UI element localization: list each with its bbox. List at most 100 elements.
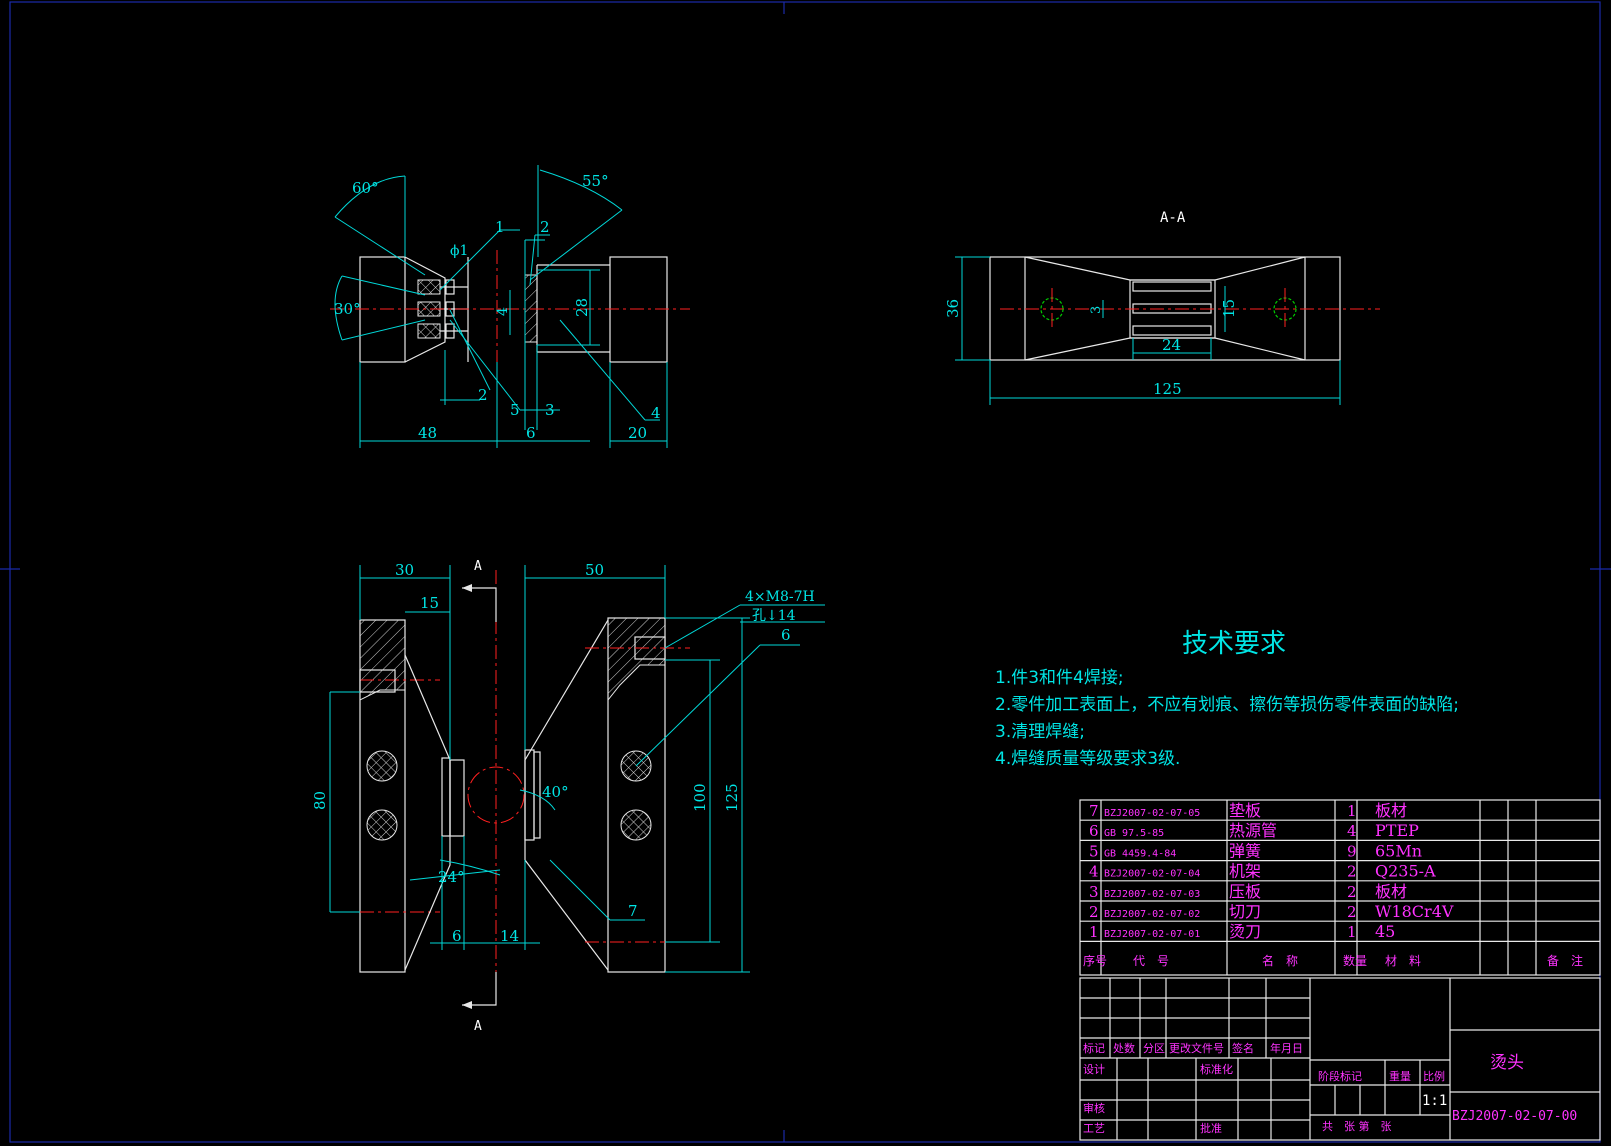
bom-cell-name: 烫刀 [1229,922,1261,941]
tech-requirements: 技术要求 1.件3和件4焊接; 2.零件加工表面上，不应有划痕、擦伤等损伤零件表… [995,629,1459,769]
leader-3: 3 [545,401,555,419]
bom-cell-name: 机架 [1229,862,1261,881]
bom-header-name: 名 称 [1262,953,1298,968]
bom-cell-material: 65Mn [1375,841,1422,860]
bom-header: 序号 代 号 名 称 数量 材 料 备 注 [1083,953,1583,968]
leader-2b: 2 [478,386,488,404]
bom-cell-material: 板材 [1375,882,1407,901]
bom-cell-material: 板材 [1375,801,1407,820]
bom-cell-no: 4 [1089,863,1099,881]
dim-30: 30 [395,561,414,579]
bom-cell-qty: 2 [1347,903,1357,921]
tb-approve: 批准 [1200,1121,1222,1135]
dim-24: 24 [1162,336,1181,354]
bom-cell-qty: 2 [1347,863,1357,881]
dim-15-front: 15 [420,594,439,612]
dim-125-aa: 125 [1153,380,1182,398]
dim-48: 48 [418,424,437,442]
leader-7: 7 [628,902,638,920]
dim-28: 28 [573,298,591,317]
dim-phi1: ϕ1 [450,243,468,259]
bom-cell-code: GB 4459.4-84 [1104,848,1176,859]
dim-100: 100 [691,783,709,812]
bom-cell-code: BZJ2007-02-07-02 [1104,909,1200,920]
angle-60: 60° [352,179,379,197]
thread-spec: 4×M8-7H [745,589,815,605]
bom-cell-qty: 4 [1347,822,1357,840]
tb-label-date: 年月日 [1270,1041,1303,1055]
tb-design: 设计 [1083,1063,1105,1076]
bom-cell-qty: 1 [1347,923,1357,941]
bom-cell-material: Q235-A [1375,862,1436,881]
dim-15: 15 [1220,299,1238,318]
angle-30: 30° [334,300,361,318]
dim-80: 80 [311,791,329,810]
leader-6-front: 6 [781,626,791,644]
angle-55: 55° [582,172,609,190]
tb-label-mark: 标记 [1083,1041,1105,1055]
bom-cell-name: 垫板 [1229,801,1261,820]
tb-label-count: 处数 [1113,1042,1135,1055]
front-view: A A 30 15 50 4×M8- [311,559,825,1034]
bom-header-qty: 数量 [1343,953,1367,968]
thread-depth: 孔↓14 [752,608,796,624]
leader-4: 4 [651,404,661,422]
dim-3: 3 [1089,306,1104,314]
bom-cell-code: BZJ2007-02-07-04 [1104,869,1200,880]
tech-item-1: 1.件3和件4焊接; [995,668,1124,688]
section-mark-top: A [474,559,482,574]
bom-header-no: 序号 [1083,953,1107,968]
dim-20: 20 [628,424,647,442]
section-mark-bottom: A [474,1019,482,1034]
leader-1: 1 [495,218,505,236]
tb-label-change: 更改文件号 [1169,1041,1224,1055]
dim-50: 50 [585,561,604,579]
tech-title: 技术要求 [1182,629,1286,659]
bom-cell-no: 7 [1089,802,1099,820]
bom-cell-name: 切刀 [1229,902,1261,921]
bom-header-code: 代 号 [1133,954,1169,968]
angle-24: 24° [438,868,465,886]
dim-125-front: 125 [723,783,741,812]
bom-cell-material: PTEP [1375,821,1419,840]
tb-process: 工艺 [1083,1122,1105,1135]
bom-cell-no: 1 [1089,923,1099,941]
bom-cell-no: 6 [1089,822,1099,840]
bom-header-remark: 备 注 [1547,953,1583,968]
bom-cell-code: GB 97.5-85 [1104,828,1164,839]
dim-4: 4 [495,307,511,316]
bom-cell-name: 弹簧 [1229,841,1261,860]
section-view-aa: A-A 36 3 15 24 125 [944,210,1380,405]
tb-part-name: 烫头 [1490,1053,1524,1073]
dim-14: 14 [500,927,519,945]
bom-cell-no: 3 [1089,883,1099,901]
tb-stage: 阶段标记 [1318,1069,1362,1083]
tb-scale: 1:1 [1422,1093,1447,1109]
bom-row: 4 BZJ2007-02-07-04 机架 2 Q235-A [1089,862,1436,881]
tb-drawing-no: BZJ2007-02-07-00 [1452,1109,1577,1124]
dim-6-front: 6 [452,927,462,945]
tech-item-2: 2.零件加工表面上，不应有划痕、擦伤等损伤零件表面的缺陷; [995,695,1459,715]
bom-header-material: 材 料 [1385,954,1421,968]
bom-cell-code: BZJ2007-02-07-01 [1104,929,1200,940]
bom-cell-name: 热源管 [1229,821,1277,840]
leader-2: 2 [540,218,550,236]
springs [417,279,468,339]
section-title: A-A [1160,210,1186,226]
tech-item-4: 4.焊缝质量等级要求3级. [995,749,1180,769]
tb-sheets: 共 张 第 张 [1322,1119,1392,1133]
bom-cell-code: BZJ2007-02-07-03 [1104,889,1200,900]
angle-40: 40° [542,783,569,801]
tb-weight: 重量 [1389,1069,1411,1083]
bom-cell-material: W18Cr4V [1375,902,1454,921]
tb-label-sign: 签名 [1232,1041,1254,1055]
bom-cell-qty: 1 [1347,802,1357,820]
bom-cell-name: 压板 [1229,882,1261,901]
bom-cell-qty: 2 [1347,883,1357,901]
